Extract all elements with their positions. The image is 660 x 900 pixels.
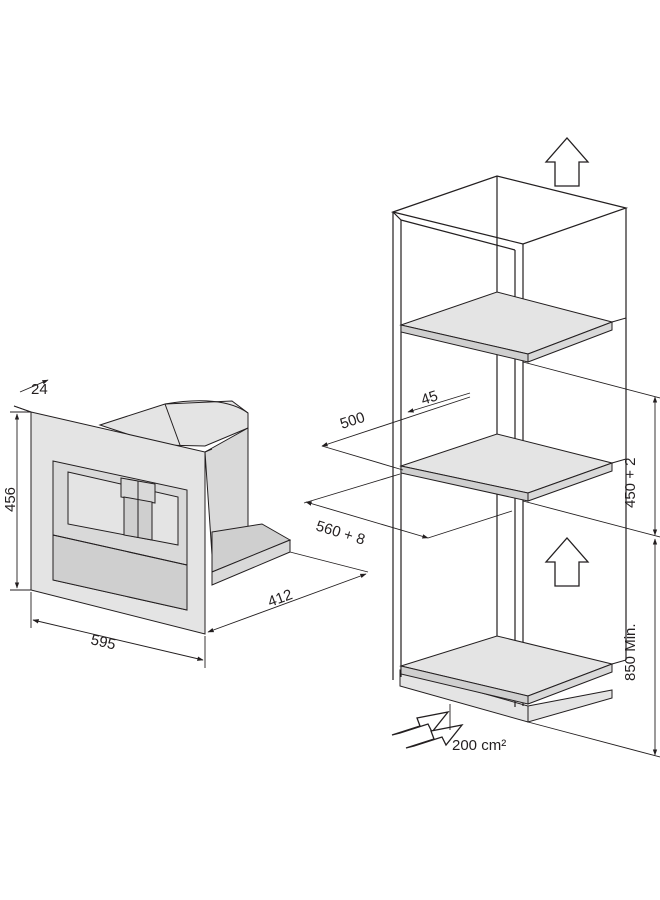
dim-500 — [321, 396, 471, 471]
label-niche-offset: 45 — [419, 387, 440, 408]
label-depth: 412 — [266, 586, 295, 611]
dim-45 — [407, 392, 471, 413]
dim-595 — [30, 592, 206, 668]
label-depth-frame: 24 — [31, 381, 48, 398]
air-arrow-bottom-icon — [391, 711, 464, 749]
label-ventilation: 200 cm² — [452, 737, 506, 754]
label-niche-height: 450 + 2 — [622, 458, 639, 508]
dim-412 — [207, 551, 369, 633]
dim-456 — [10, 411, 31, 591]
coffee-machine — [13, 400, 292, 635]
label-niche-depth: 500 — [338, 409, 367, 433]
air-arrow-middle-icon — [544, 537, 590, 587]
dim-850-min — [527, 538, 660, 758]
label-niche-width: 560 + 8 — [314, 518, 367, 549]
cabinet — [390, 175, 629, 723]
label-floor-height: 850 Min. — [622, 623, 639, 681]
air-arrow-top-icon — [544, 137, 590, 187]
label-width: 595 — [89, 631, 117, 653]
dim-560-8 — [303, 473, 513, 539]
dim-450-2 — [522, 361, 660, 538]
dim-24 — [13, 379, 49, 413]
label-height: 456 — [2, 487, 19, 512]
